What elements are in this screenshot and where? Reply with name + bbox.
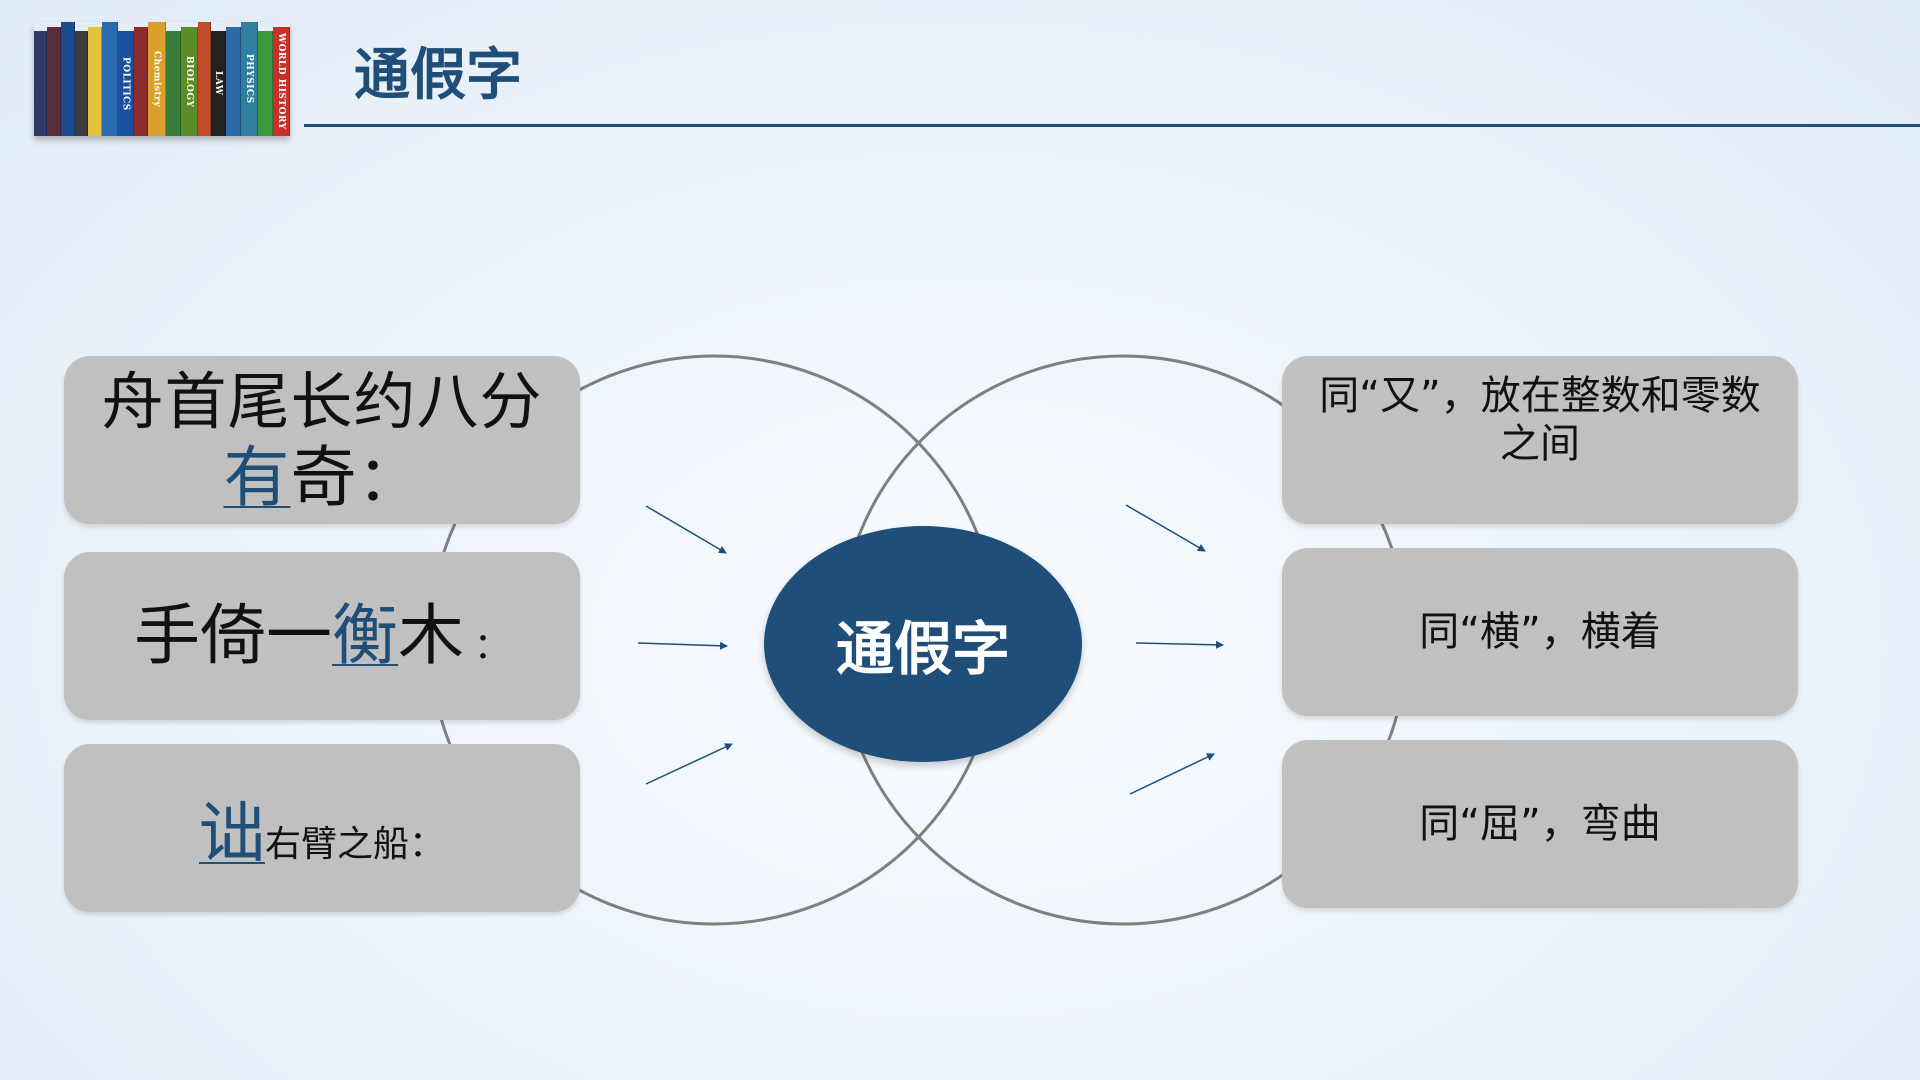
left-item-1-prefix: 舟首尾长约八分 (101, 364, 543, 438)
book-spine-label: POLITICS (120, 56, 131, 111)
right-item-2-text: 同“横”，横着 (1419, 609, 1661, 655)
book-spine (46, 26, 62, 136)
left-item-3-rest: 右臂之船 (264, 824, 409, 865)
left-item-2-highlight: 衡 (331, 597, 398, 674)
book-spine: Chemistry (147, 22, 167, 136)
arrow-right-bottom (1129, 753, 1215, 795)
book-spine-label: WORLD HISTORY (275, 32, 286, 130)
book-spine (74, 31, 88, 136)
left-item-2-colon: ： (473, 626, 510, 667)
book-spine (61, 22, 75, 136)
left-item-3-colon: ： (409, 824, 446, 865)
slide-title: 通假字 (354, 43, 522, 108)
right-item-2: 同“横”，横着 (1282, 548, 1798, 716)
book-spine: BIOLOGY (181, 26, 198, 136)
left-item-1-colon: ： (357, 441, 421, 515)
right-item-3-text: 同“屈”，弯曲 (1419, 801, 1661, 847)
left-item-1-rest: 奇 (290, 438, 358, 516)
book-spine: POLITICS (117, 31, 135, 136)
left-item-1: 舟首尾长约八分 有奇： (64, 356, 580, 524)
right-item-1: 同“又”，放在整数和零数之间 (1282, 356, 1798, 524)
left-item-2-rest: 木 (397, 597, 464, 674)
center-oval: 通假字 (764, 526, 1082, 762)
right-item-3: 同“屈”，弯曲 (1282, 740, 1798, 908)
left-item-3-highlight: 诎 (198, 795, 265, 872)
book-spine (134, 26, 148, 136)
book-spine (34, 31, 47, 136)
book-spine (102, 22, 118, 136)
right-item-1-text: 同“又”，放在整数和零数之间 (1319, 373, 1761, 467)
book-spine-label: Chemistry (151, 50, 162, 108)
book-spine (257, 31, 273, 136)
books-image: POLITICS Chemistry BIOLOGY LAW PHYSICS WORLD … (34, 22, 291, 136)
arrow-right-middle (1135, 640, 1224, 649)
book-spine (87, 26, 103, 136)
book-spine-label: LAW (212, 71, 223, 96)
title-underline (304, 124, 1920, 127)
arrow-left-top (645, 505, 727, 554)
book-spine-label: BIOLOGY (183, 55, 194, 107)
arrow-right-top (1125, 504, 1206, 552)
left-item-2-prefix: 手倚一 (133, 597, 332, 674)
book-spine (225, 26, 242, 136)
arrow-left-bottom (645, 743, 733, 785)
left-item-1-highlight: 有 (223, 438, 291, 516)
book-spine: WORLD HISTORY (272, 26, 291, 136)
book-spine (197, 22, 212, 136)
left-item-3: 诎右臂之船： (64, 744, 580, 912)
book-spine-label: PHYSICS (244, 54, 255, 104)
book-spine: LAW (211, 31, 226, 136)
book-spine: PHYSICS (241, 22, 258, 136)
left-item-2: 手倚一衡木： (64, 552, 580, 720)
arrow-left-middle (637, 641, 728, 650)
book-spine (166, 31, 181, 136)
center-label: 通假字 (835, 615, 1010, 683)
